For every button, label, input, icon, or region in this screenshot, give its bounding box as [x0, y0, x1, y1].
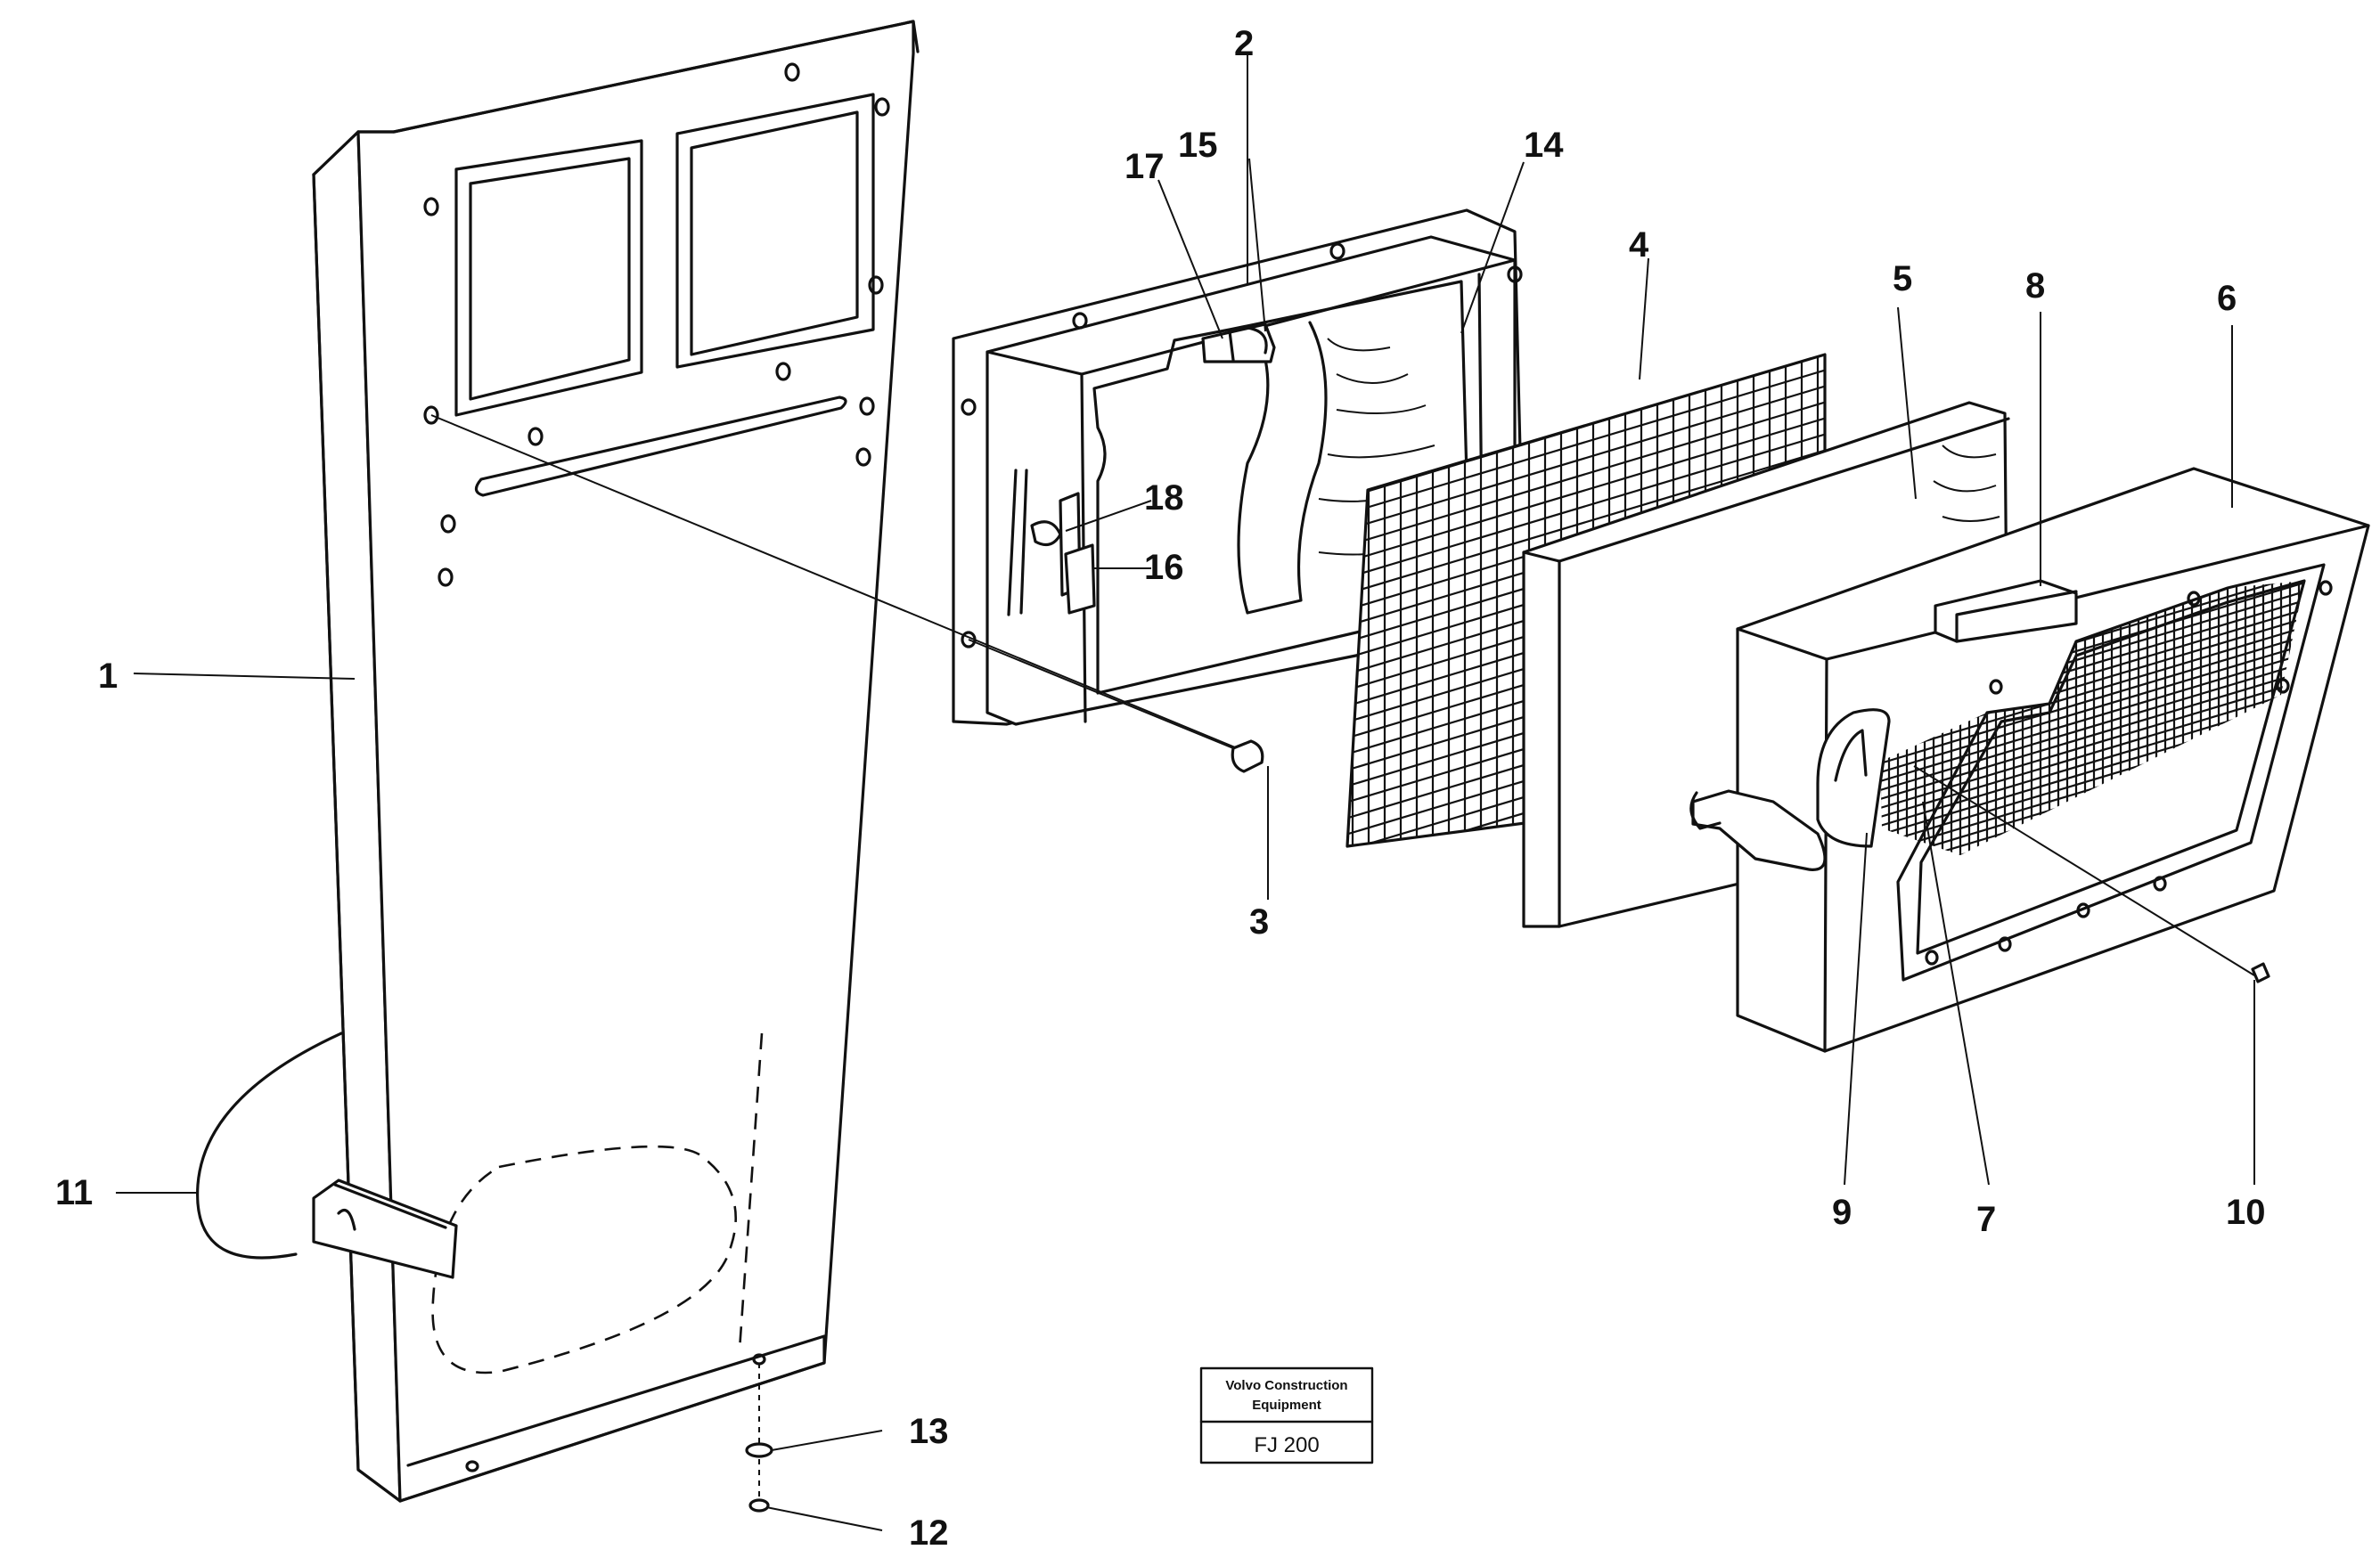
callout-13: 13 — [909, 1412, 949, 1451]
callout-7: 7 — [1976, 1200, 1996, 1239]
filter-housing-part-6 — [1689, 467, 2370, 1053]
callout-9: 9 — [1832, 1193, 1852, 1232]
screw-and-washer-parts-12-13 — [745, 1363, 773, 1513]
callout-labels: 1 2 15 17 14 4 5 8 6 18 16 3 9 7 10 11 1… — [55, 24, 2266, 1553]
stamp-code: FJ 200 — [1254, 1433, 1319, 1457]
callout-4: 4 — [1629, 225, 1649, 265]
callout-5: 5 — [1893, 259, 1912, 298]
callout-11: 11 — [55, 1173, 93, 1212]
callout-2: 2 — [1234, 24, 1254, 63]
callout-8: 8 — [2025, 266, 2045, 306]
callout-14: 14 — [1524, 126, 1564, 165]
callout-1: 1 — [98, 657, 118, 696]
callout-12: 12 — [909, 1513, 949, 1553]
stamp-company-line2: Equipment — [1252, 1398, 1321, 1413]
stamp-company-line1: Volvo Construction — [1225, 1378, 1347, 1393]
bracket-with-cable-part-11 — [196, 1032, 458, 1279]
callout-3: 3 — [1249, 902, 1269, 942]
callout-10: 10 — [2226, 1193, 2266, 1232]
callout-16: 16 — [1144, 548, 1184, 587]
callout-6: 6 — [2217, 279, 2237, 318]
door-panel-part-1 — [312, 20, 920, 1503]
callout-17: 17 — [1125, 147, 1165, 186]
callout-15: 15 — [1178, 126, 1218, 165]
callout-18: 18 — [1144, 478, 1184, 518]
title-stamp: Volvo Construction Equipment FJ 200 — [1199, 1366, 1374, 1464]
leader-lines — [116, 52, 2255, 1531]
screw-part-3 — [430, 414, 1264, 773]
